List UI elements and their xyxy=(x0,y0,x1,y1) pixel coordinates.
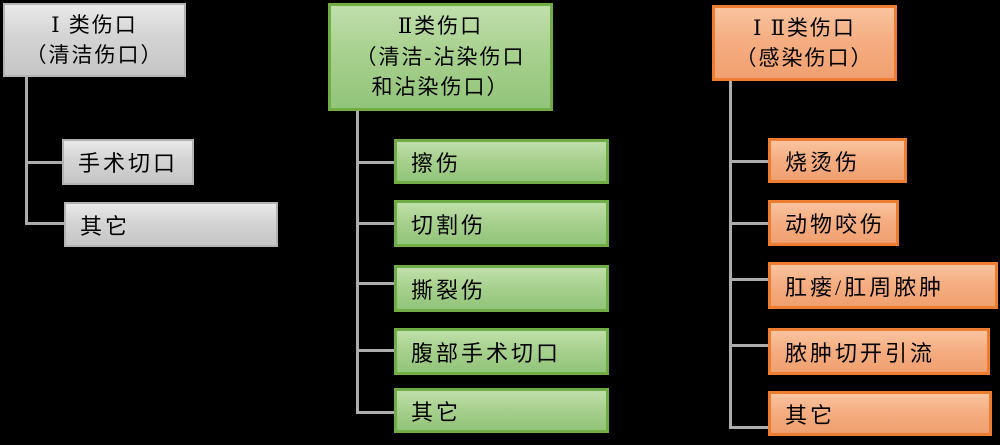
class2-node-abdominal-surgical-incision: 腹部手术切口 xyxy=(394,328,609,375)
class1-node-other: 其它 xyxy=(64,202,278,247)
class2-header-line1: Ⅱ类伤口 xyxy=(397,14,484,39)
class3-node-other: 其它 xyxy=(768,391,992,436)
class1-connector-branch2 xyxy=(25,222,64,225)
class1-connector-branch1 xyxy=(25,161,62,164)
class1-header-box: Ⅰ 类伤口 （清洁伤口） xyxy=(3,3,186,77)
class2-connector-branch3 xyxy=(356,282,394,285)
class2-node-cut-wound: 切割伤 xyxy=(394,200,609,247)
class3-connector-branch2 xyxy=(729,222,768,225)
class2-header-box: Ⅱ类伤口 （清洁-沾染伤口 和沾染伤口） xyxy=(328,3,553,111)
class2-header-line3: 和沾染伤口） xyxy=(371,75,510,100)
class2-connector-branch2 xyxy=(356,222,394,225)
class2-connector-branch5 xyxy=(356,411,394,414)
class1-node-surgical-incision: 手术切口 xyxy=(62,139,194,185)
class1-header-line2: （清洁伤口） xyxy=(25,43,164,67)
class2-node-laceration: 撕裂伤 xyxy=(394,265,609,312)
class3-connector-branch1 xyxy=(729,160,768,163)
class2-connector-branch4 xyxy=(356,349,394,352)
class1-header-line1: Ⅰ 类伤口 xyxy=(51,12,138,37)
class3-header-line1: Ⅰ Ⅱ类伤口 xyxy=(753,15,856,40)
class3-node-burn-scald: 烧烫伤 xyxy=(768,138,907,183)
class3-header-line2: （感染伤口） xyxy=(735,46,874,70)
class3-connector-branch5 xyxy=(729,426,768,429)
class3-header-box: Ⅰ Ⅱ类伤口 （感染伤口） xyxy=(712,5,897,81)
class3-node-anal-fistula-perianal-abscess: 肛瘘/肛周脓肿 xyxy=(768,262,998,309)
class2-connector-vertical xyxy=(356,111,359,414)
class3-connector-vertical xyxy=(729,81,732,429)
class3-node-animal-bite: 动物咬伤 xyxy=(768,200,899,246)
class2-connector-branch1 xyxy=(356,161,394,164)
class2-node-abrasion: 擦伤 xyxy=(394,139,609,184)
class3-connector-branch4 xyxy=(729,344,768,347)
class3-node-abscess-incision-drainage: 脓肿切开引流 xyxy=(768,328,990,375)
class2-header-line2: （清洁-沾染伤口 xyxy=(355,44,526,69)
class2-node-other: 其它 xyxy=(394,388,609,433)
class1-connector-vertical xyxy=(25,77,28,225)
class3-connector-branch3 xyxy=(729,278,768,281)
